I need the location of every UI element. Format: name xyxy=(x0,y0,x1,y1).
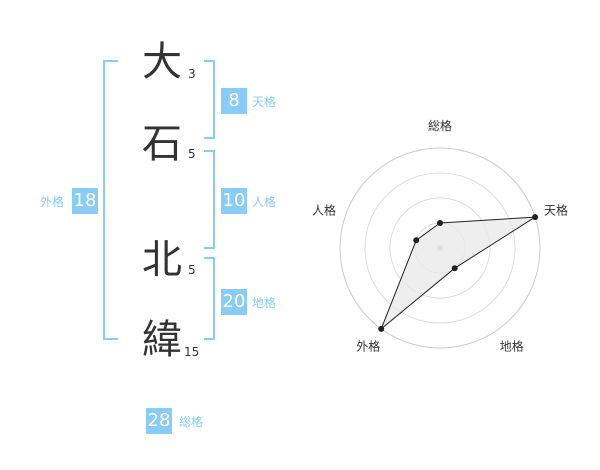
radar-point-4 xyxy=(378,325,385,332)
radar-rings xyxy=(339,147,541,349)
radar-points xyxy=(378,214,539,332)
name-char-3: 北 xyxy=(142,237,182,283)
radar-point-3 xyxy=(451,265,458,272)
chikaku-bracket xyxy=(204,257,215,340)
chikaku-label: 地格 xyxy=(252,296,277,310)
radar-axis-label-1: 総格 xyxy=(428,118,452,133)
name-char-1: 大 xyxy=(142,39,182,85)
radar-ring-3 xyxy=(364,172,516,324)
tenkaku-badge: 8 xyxy=(221,88,247,114)
soukaku-label: 総格 xyxy=(179,415,204,429)
stroke-count-2: 5 xyxy=(188,147,196,161)
radar-axis-label-4: 外格 xyxy=(356,339,380,354)
tenkaku-bracket xyxy=(204,60,215,139)
chikaku-badge: 20 xyxy=(221,289,247,315)
radar-ring-4 xyxy=(339,147,541,349)
gaikaku-label: 外格 xyxy=(40,195,65,209)
name-char-2: 石 xyxy=(142,121,182,167)
jinkaku-bracket xyxy=(204,150,215,249)
gaikaku-bracket xyxy=(103,60,118,340)
radar-point-2 xyxy=(532,214,539,221)
jinkaku-badge: 10 xyxy=(221,188,247,214)
radar-center-dot xyxy=(437,245,443,251)
radar-point-1 xyxy=(437,220,443,226)
radar-axis-label-5: 人格 xyxy=(312,202,336,217)
jinkaku-label: 人格 xyxy=(252,195,277,209)
gaikaku-badge: 18 xyxy=(72,188,98,214)
radar-axis-label-2: 天格 xyxy=(544,202,568,217)
name-char-4: 緯 xyxy=(142,317,182,363)
radar-series-polygon xyxy=(380,216,536,330)
stroke-count-4: 15 xyxy=(184,345,200,359)
radar-axis-label-3: 地格 xyxy=(500,339,524,354)
soukaku-badge: 28 xyxy=(146,408,172,434)
radar-ring-2 xyxy=(389,197,491,299)
radar-point-5 xyxy=(413,237,420,244)
tenkaku-label: 天格 xyxy=(252,95,277,109)
stroke-count-3: 5 xyxy=(188,263,196,277)
stroke-count-1: 3 xyxy=(188,67,196,81)
